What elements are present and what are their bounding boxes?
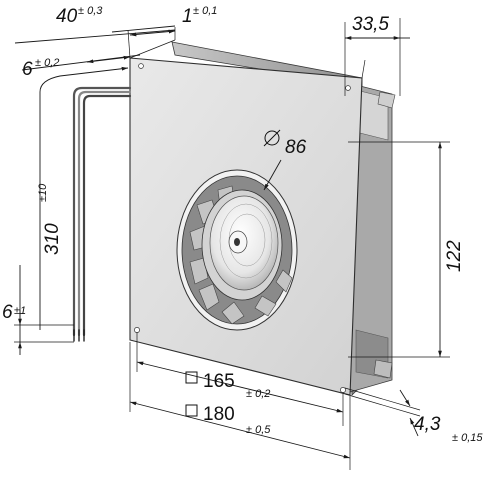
mount-hole-top-right [345,85,351,91]
square-165-tolerance: ± 0,2 [246,388,270,400]
impeller [176,169,298,331]
flange-tolerance: ± 0,1 [193,5,217,17]
mount-hole-bottom-left [134,327,140,333]
square-165-value: 165 [203,371,235,392]
flange-value: 1 [182,6,193,27]
diameter-value: 86 [285,137,307,158]
square-180-value: 180 [203,404,235,425]
dim-strip-length: 6 ±1 [2,265,74,355]
dim-diameter: 86 [263,129,307,191]
depth-value: 40 [56,6,78,27]
dim-height: 122 [348,141,465,358]
mount-hole-top-left [138,63,144,69]
dim-cable-length: 310 ±10 [37,66,129,330]
dim-offset: 6 ± 0,2 [21,54,141,80]
dim-width-right: 33,5 [344,14,410,96]
mount-hole-bottom-right [340,387,346,393]
cable-length-tolerance: ±10 [37,183,49,202]
cable [72,86,132,342]
strip-length-value: 6 [2,302,13,323]
cable-length-value: 310 [42,223,63,255]
dim-hole: 4,3 ± 0,15 [344,387,483,444]
dim-square-180: 180 ± 0,5 [129,342,351,470]
width-right-value: 33,5 [352,14,389,35]
strip-length-tolerance: ±1 [14,305,26,317]
dim-depth: 40 ± 0,3 [14,5,176,59]
height-value: 122 [444,240,465,272]
hole-value: 4,3 [414,414,441,435]
depth-tolerance: ± 0,3 [78,5,103,17]
square-180-tolerance: ± 0,5 [246,424,271,436]
hole-tolerance: ± 0,15 [452,432,483,444]
dim-flange: 1 ± 0,1 [111,5,217,33]
offset-tolerance: ± 0,2 [35,57,59,69]
offset-value: 6 [22,59,33,80]
